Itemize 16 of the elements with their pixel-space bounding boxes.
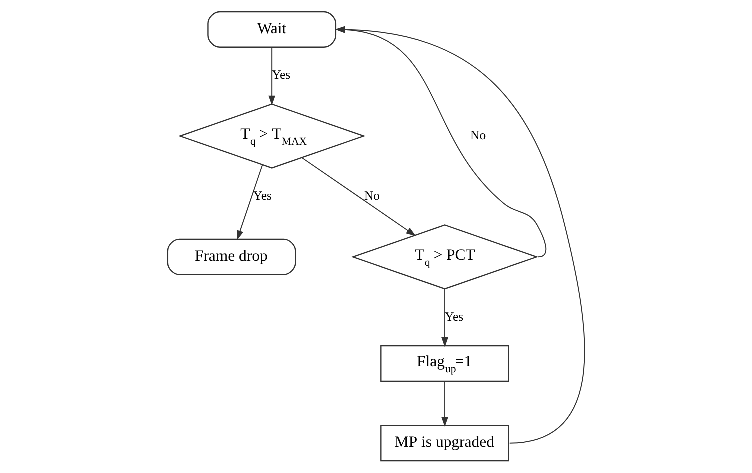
- node-box: Flag$_{up}$=1: [380, 345, 509, 382]
- edge-label: No: [470, 128, 486, 143]
- edge-label: Yes: [252, 189, 272, 204]
- arrow: [268, 46, 276, 106]
- arrow: [236, 164, 263, 241]
- node-box: MP is upgraded: [380, 425, 509, 462]
- arrow: [334, 26, 585, 444]
- node-diamond: T$_{q}$ > PCT: [350, 224, 538, 290]
- edge-label: No: [364, 189, 380, 204]
- arrow: [441, 381, 448, 428]
- node-box: Frame drop: [166, 238, 296, 276]
- node-diamond: T$_{q}$ > T$_{MAX}$: [178, 104, 366, 169]
- arrow: [301, 157, 416, 236]
- arrow: [334, 26, 546, 258]
- arrow: [441, 288, 448, 348]
- node-box: Wait: [207, 11, 336, 48]
